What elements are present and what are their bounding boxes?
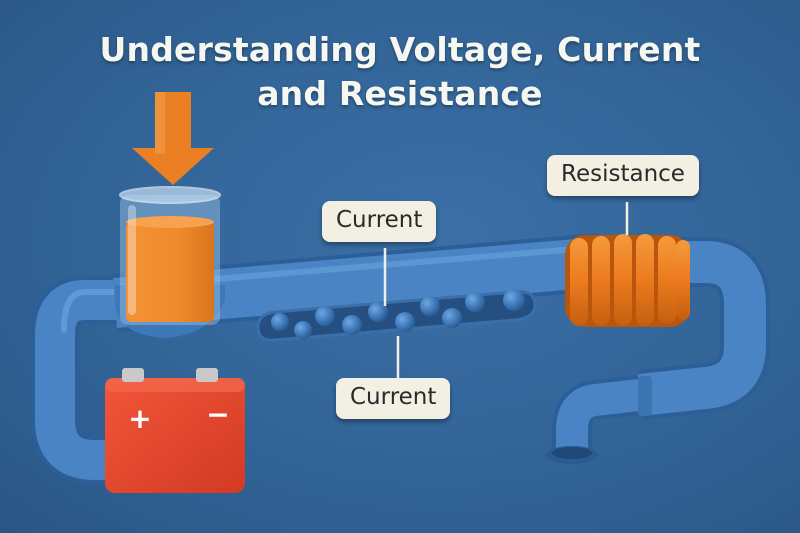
charge-particles: [271, 289, 525, 339]
battery: + −: [105, 368, 245, 493]
charge-ball: [368, 302, 388, 322]
battery-positive-terminal: [122, 368, 144, 382]
title-line-2: and Resistance: [257, 74, 543, 113]
coil-ring: [570, 238, 588, 326]
charge-ball: [442, 308, 462, 328]
charge-ball: [342, 315, 362, 335]
resistance-label: Resistance: [547, 155, 699, 196]
battery-negative-terminal: [196, 368, 218, 382]
current-label-top: Current: [322, 201, 437, 242]
glass-reservoir: [115, 186, 225, 338]
charge-ball: [503, 289, 525, 311]
current-label-bottom: Current: [336, 378, 451, 419]
title-line-1: Understanding Voltage, Current: [99, 30, 701, 69]
charge-ball: [315, 306, 335, 326]
coil-ring: [658, 236, 676, 324]
coil-ring: [636, 234, 654, 326]
resistance-coil: [565, 234, 690, 327]
right-pipe: [546, 237, 770, 464]
callout-leaders: [383, 202, 629, 378]
coil-ring: [614, 234, 632, 326]
battery-plus-symbol: +: [128, 402, 151, 435]
coil-ring: [592, 236, 610, 326]
charge-ball: [294, 321, 312, 339]
left-pipe: [31, 276, 123, 484]
coil-ring: [676, 240, 690, 320]
page-title: Understanding Voltage, Current and Resis…: [0, 28, 800, 116]
battery-minus-symbol: −: [206, 398, 229, 431]
charge-ball: [465, 292, 485, 312]
charge-ball: [420, 296, 440, 316]
charge-ball: [395, 312, 415, 332]
down-arrow-icon: [132, 92, 214, 185]
orange-liquid: [126, 222, 214, 322]
charge-ball: [271, 313, 289, 331]
